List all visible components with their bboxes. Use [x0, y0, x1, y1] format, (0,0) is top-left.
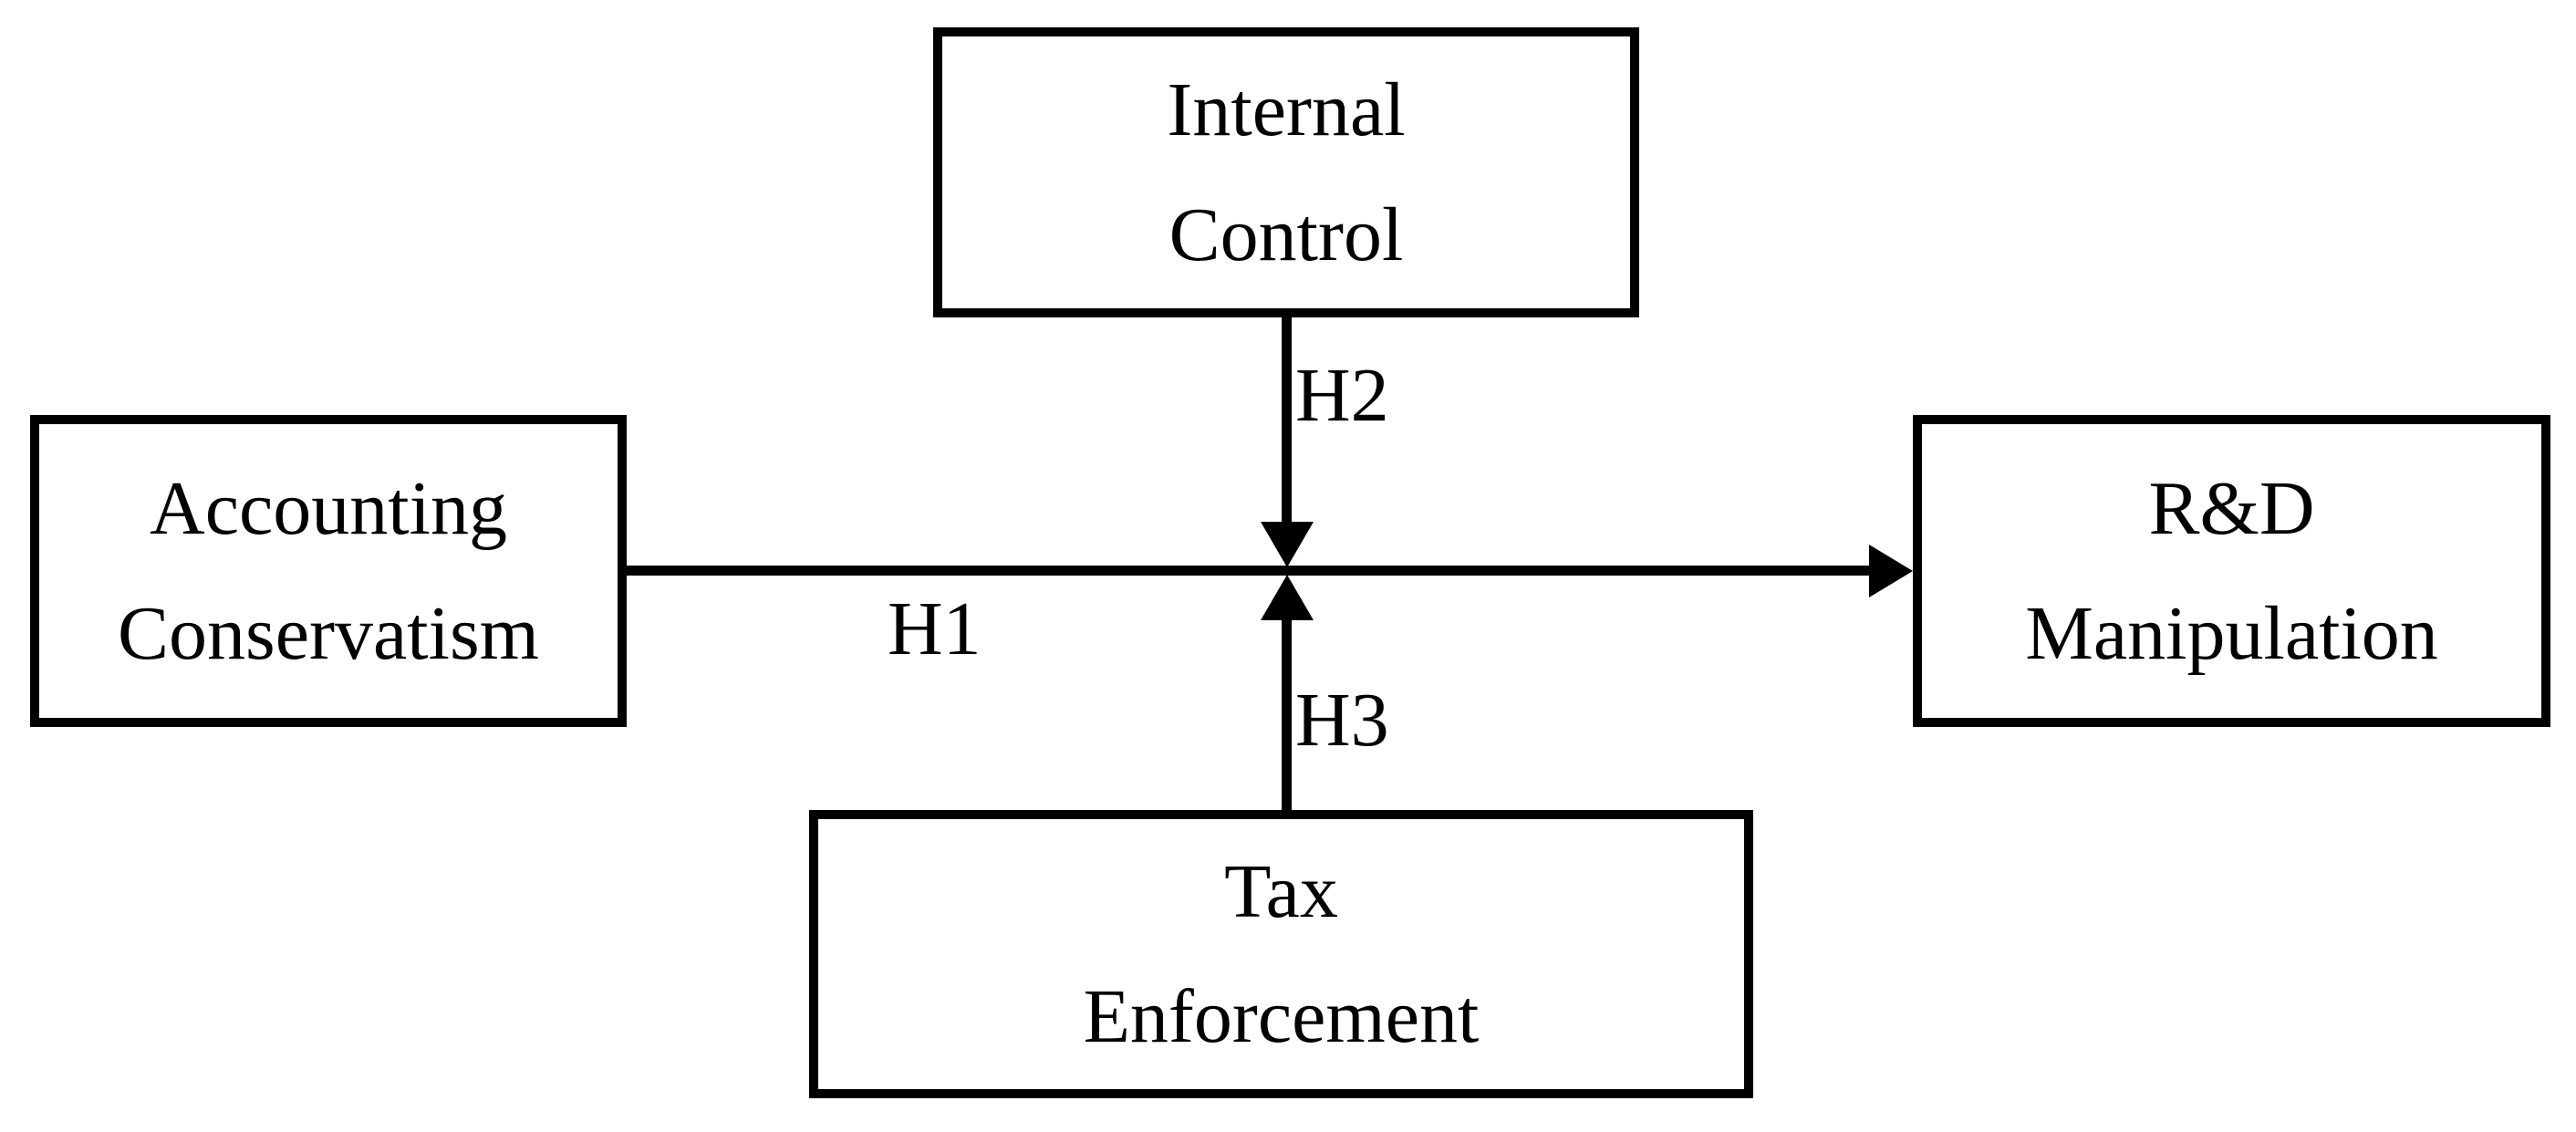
h2-arrowhead-down-icon [1261, 522, 1314, 567]
node-tax-enforcement-line2: Enforcement [1083, 974, 1480, 1059]
node-internal-control-line2: Control [1169, 192, 1404, 277]
node-accounting-conservatism: Accounting Conservatism [30, 415, 627, 727]
h1-arrow-line [627, 566, 1872, 576]
node-rd-manipulation-line2: Manipulation [2025, 591, 2438, 676]
node-internal-control-line1: Internal [1167, 68, 1406, 152]
node-accounting-conservatism-line2: Conservatism [118, 591, 539, 676]
node-tax-enforcement-line1: Tax [1224, 849, 1338, 934]
node-rd-manipulation: R&D Manipulation [1913, 415, 2550, 727]
h3-arrowhead-up-icon [1261, 575, 1314, 620]
h1-label: H1 [888, 587, 982, 671]
node-rd-manipulation-line1: R&D [2148, 466, 2315, 551]
h3-label: H3 [1295, 678, 1389, 763]
node-internal-control: Internal Control [933, 27, 1639, 317]
h1-arrowhead-right-icon [1869, 545, 1913, 597]
node-accounting-conservatism-line1: Accounting [150, 466, 507, 551]
node-tax-enforcement: Tax Enforcement [809, 810, 1753, 1098]
h2-arrow-line [1282, 317, 1292, 524]
h3-arrow-line [1282, 620, 1292, 810]
h2-label: H2 [1295, 353, 1389, 438]
